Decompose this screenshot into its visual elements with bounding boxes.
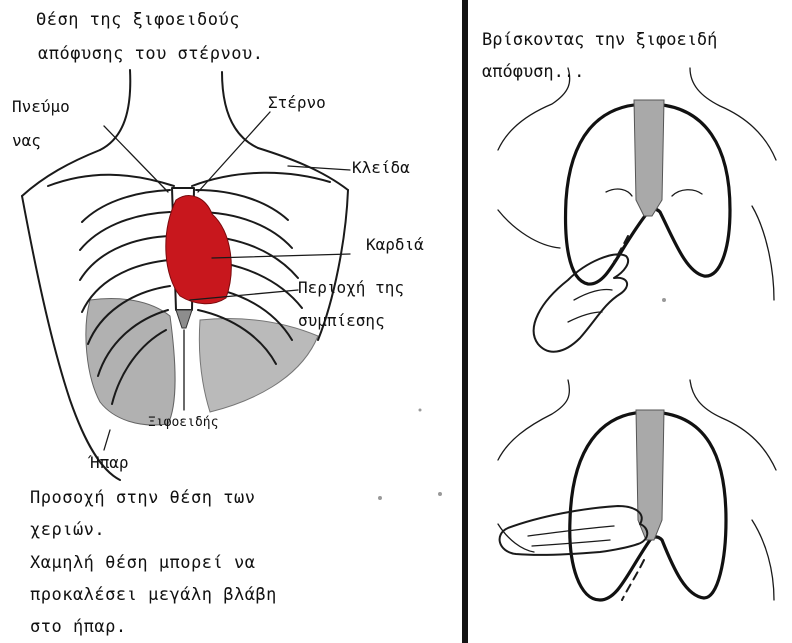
sternum-lower <box>636 410 664 540</box>
title-line-2: απόφυσης του στέρνου. <box>38 44 263 64</box>
label-xiphoid: Ξιφοειδής <box>148 415 218 431</box>
label-heart: Καρδιά <box>366 235 424 254</box>
neck-outline <box>100 70 258 150</box>
warning-note-line-5: στο ήπαρ. <box>30 617 127 637</box>
clavicle-left <box>48 175 174 186</box>
warning-note-line-4: προκαλέσει μεγάλη βλάβη <box>30 585 277 605</box>
lower-figure <box>498 380 776 600</box>
label-clavicle: Κλείδα <box>352 158 410 177</box>
label-liver: Ήπαρ <box>90 453 129 472</box>
label-lung-line-2: νας <box>12 131 41 150</box>
warning-note-line-3: Χαμηλή θέση μπορεί να <box>30 553 255 573</box>
locating-xiphoid-panel: Βρίσκοντας την ξιφοειδή απόφυση... <box>468 0 792 643</box>
title-line-1: Θέση της ξιφοειδούς <box>36 10 240 30</box>
sternum-upper <box>634 100 664 216</box>
locating-xiphoid-illustration <box>468 0 792 643</box>
chest-anatomy-panel: Θέση της ξιφοειδούς απόφυσης του στέρνου… <box>0 0 462 643</box>
upper-figure <box>498 68 776 352</box>
warning-note-line-2: χεριών. <box>30 520 105 540</box>
label-lung-line-1: Πνεύμο <box>12 97 70 116</box>
caption-line-2: απόφυση... <box>482 62 584 82</box>
hand-upper <box>534 254 628 351</box>
label-sternum: Στέρνο <box>268 93 326 112</box>
label-compression-area-line-2: συμπίεσης <box>298 311 385 330</box>
lower-rib-shading <box>199 319 318 412</box>
heart <box>166 196 231 304</box>
warning-note-line-1: Προσοχή στην θέση των <box>30 488 255 508</box>
label-compression-area-line-1: Περιοχή της <box>298 278 404 297</box>
xiphoid-process <box>176 310 192 328</box>
caption-line-1: Βρίσκοντας την ξιφοειδή <box>482 30 717 50</box>
